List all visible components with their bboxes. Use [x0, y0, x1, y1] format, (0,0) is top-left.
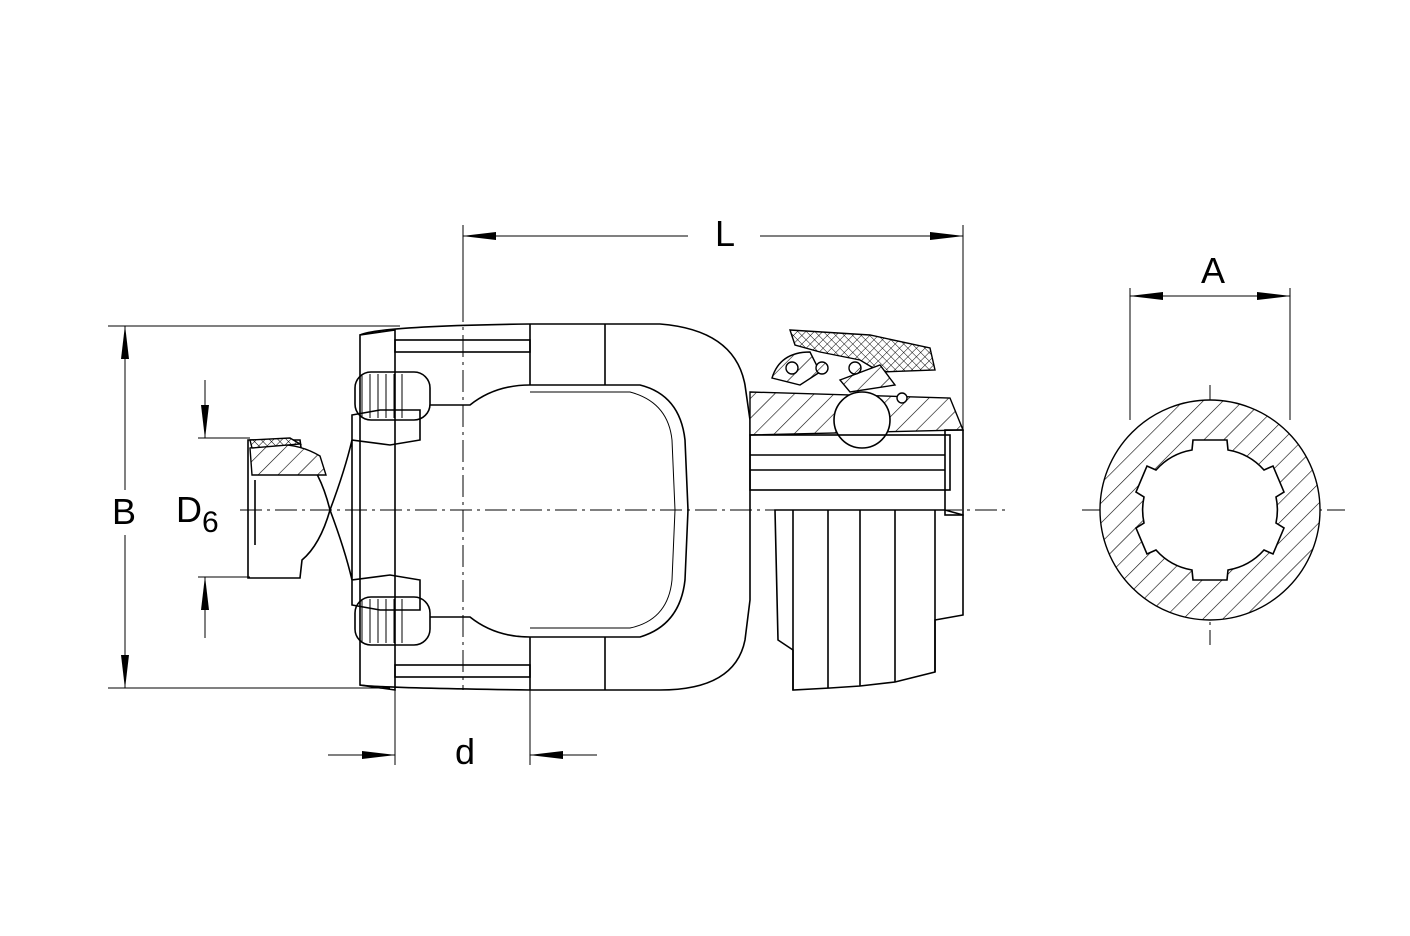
dimension-L: L — [462, 213, 964, 430]
label-D: D — [176, 489, 202, 530]
dimension-D6: D 6 — [176, 380, 250, 638]
collar-exterior — [774, 509, 964, 691]
label-A: A — [1201, 250, 1225, 291]
yoke — [359, 323, 751, 691]
dimension-B: B — [108, 325, 400, 689]
label-B: B — [112, 491, 136, 532]
locking-collar — [749, 329, 965, 516]
label-L: L — [715, 213, 735, 254]
cross-bearing — [247, 329, 431, 691]
dimension-A: A — [1129, 250, 1291, 420]
label-D-subscript: 6 — [202, 506, 219, 539]
label-d: d — [455, 731, 475, 772]
dimension-d: d — [328, 690, 597, 772]
spline-section — [1099, 399, 1321, 621]
